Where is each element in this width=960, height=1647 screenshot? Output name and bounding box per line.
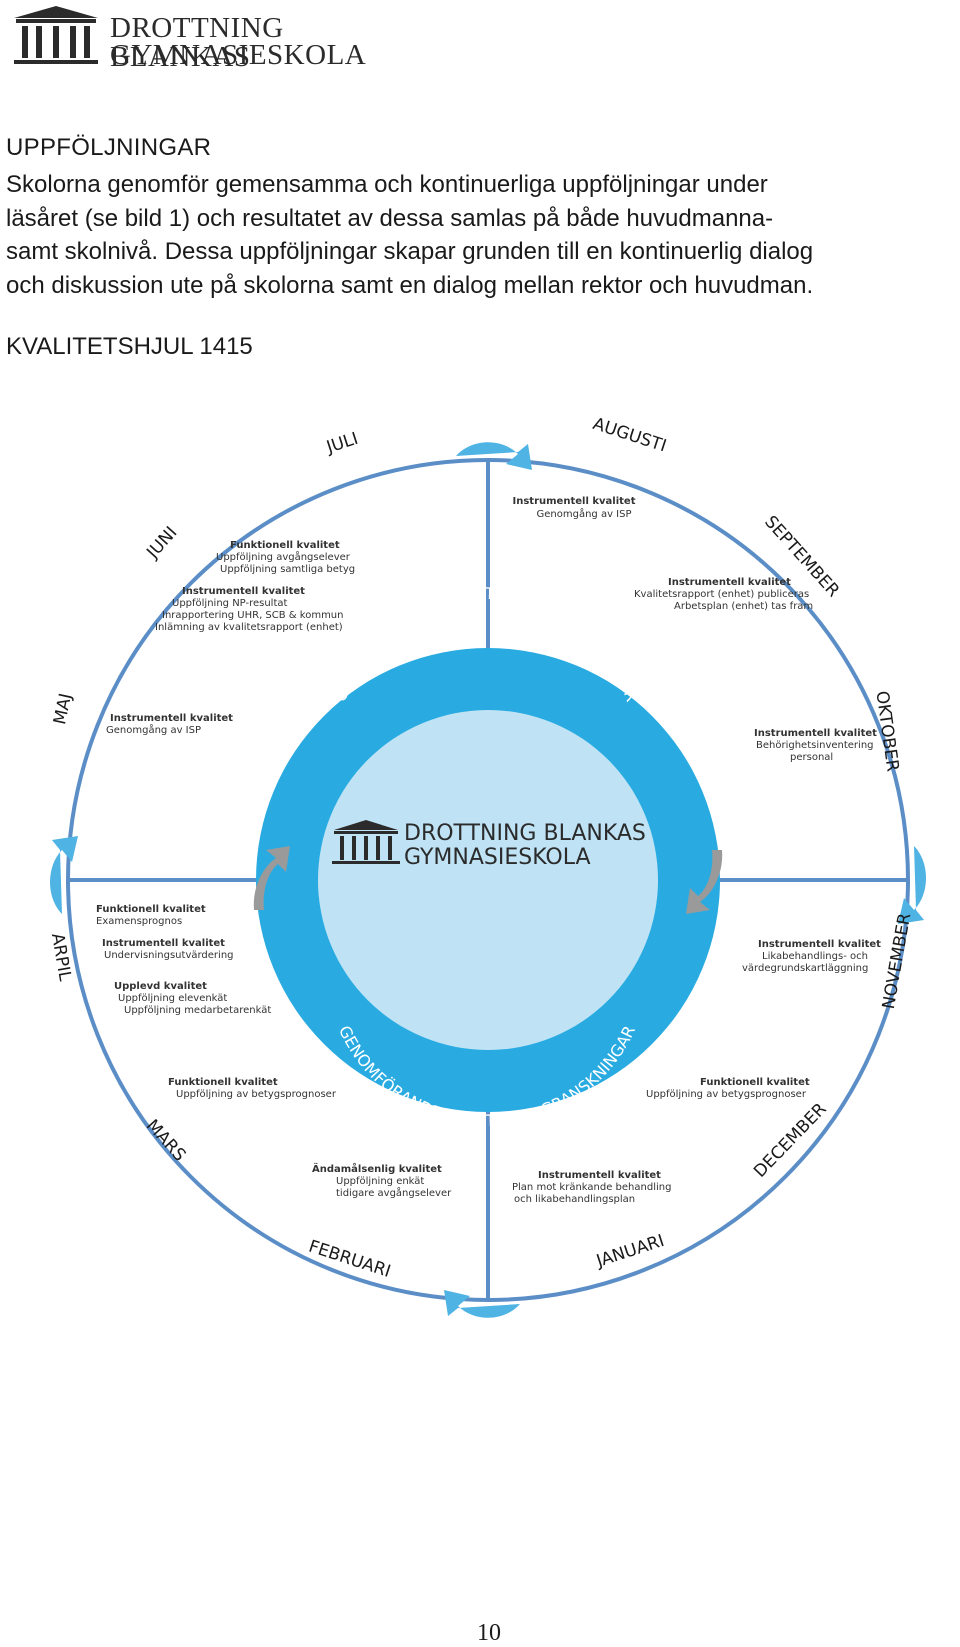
wheel-title: KVALITETSHJUL 1415 [6,333,253,360]
intro-line: Skolorna genomför gemensamma och kontinu… [6,171,768,198]
center-columns-icon [332,820,400,864]
note-augusti: Instrumentell kvalitet Genomgång av ISP [513,496,636,520]
quality-wheel: GENOMFÖRANDE AV INTERNA GRANSKNINGAR GEN… [0,400,960,1400]
svg-text:Funktionell kvalitet: Funktionell kvalitet [230,540,340,551]
svg-text:tidigare avgångselever: tidigare avgångselever [336,1186,452,1199]
note-juni-funktionell: Funktionell kvalitet Uppföljning avgångs… [216,540,355,575]
arrow-left-icon [50,836,78,914]
svg-text:Uppföljning av betygsprognoser: Uppföljning av betygsprognoser [176,1089,337,1100]
arrow-ring-right-icon [686,850,723,914]
note-februari: Ändamålsenlig kvalitet Uppföljning enkät… [312,1161,452,1199]
svg-text:Uppföljning enkät: Uppföljning enkät [336,1176,424,1187]
center-logo-line1: DROTTNING BLANKAS [404,821,646,846]
svg-text:Funktionell kvalitet: Funktionell kvalitet [700,1077,810,1088]
svg-text:Uppföljning elevenkät: Uppföljning elevenkät [118,993,227,1004]
svg-text:Inlämning av kvalitetsrapport: Inlämning av kvalitetsrapport (enhet) [155,622,343,633]
svg-text:personal: personal [790,752,833,763]
intro-paragraph: Skolorna genomför gemensamma och kontinu… [6,168,946,302]
svg-text:Instrumentell kvalitet: Instrumentell kvalitet [668,577,791,588]
columns-logo-icon [14,6,98,64]
intro-line: och diskussion ute på skolorna samt en d… [6,271,814,299]
inner-disc [318,710,658,1050]
svg-text:Funktionell kvalitet: Funktionell kvalitet [168,1077,278,1088]
svg-text:Instrumentell kvalitet: Instrumentell kvalitet [102,938,225,949]
note-november: Instrumentell kvalitet Likabehandlings- … [742,939,881,974]
svg-text:Genomgång av ISP: Genomgång av ISP [106,723,201,736]
svg-text:Funktionell kvalitet: Funktionell kvalitet [96,904,206,915]
note-mars: Funktionell kvalitet Uppföljning av bety… [168,1077,337,1100]
note-oktober: Instrumentell kvalitet Behörighetsinvent… [754,728,877,763]
svg-text:Instrumentell kvalitet: Instrumentell kvalitet [754,728,877,739]
note-april-funktionell: Funktionell kvalitet Examensprognos [96,904,206,927]
arrow-top-icon [456,442,532,470]
svg-text:Behörighetsinventering: Behörighetsinventering [756,740,874,751]
month-juli: JULI [323,429,361,458]
logo-name-line2: GYMNASIESKOLA [110,39,367,71]
svg-text:Instrumentell kvalitet: Instrumentell kvalitet [182,586,305,597]
svg-text:Plan mot kränkande behandling: Plan mot kränkande behandling [512,1182,671,1193]
note-april-upplevd: Upplevd kvalitet Uppföljning elevenkät U… [114,981,271,1016]
note-januari: Instrumentell kvalitet Plan mot kränkand… [512,1170,671,1205]
svg-text:Ändamålsenlig kvalitet: Ändamålsenlig kvalitet [312,1161,442,1175]
arrow-ring-left-icon [253,846,290,910]
intro-line: samt skolnivå. Dessa uppföljningar skapa… [6,238,814,265]
center-logo-line2: GYMNASIESKOLA [404,845,591,870]
note-september: Instrumentell kvalitet Kvalitetsrapport … [634,577,813,612]
svg-text:Upplevd kvalitet: Upplevd kvalitet [114,981,207,992]
arrow-right-icon [898,846,926,924]
month-mars: MARS [142,1116,190,1166]
svg-text:Instrumentell kvalitet: Instrumentell kvalitet [538,1170,661,1181]
arrow-bottom-icon [444,1290,520,1318]
logo-name-line1: DROTTNING BLANKAS [110,12,284,73]
note-maj: Instrumentell kvalitet Genomgång av ISP [106,713,233,736]
svg-text:Genomgång av ISP: Genomgång av ISP [537,507,632,520]
svg-text:Uppföljning medarbetarenkät: Uppföljning medarbetarenkät [124,1005,271,1016]
intro-line: läsåret (se bild 1) och resultatet av de… [6,204,774,232]
svg-text:Uppföljning av betygsprognoser: Uppföljning av betygsprognoser [646,1089,807,1100]
center-logo: DROTTNING BLANKAS GYMNASIESKOLA [332,820,646,870]
svg-text:Instrumentell kvalitet: Instrumentell kvalitet [513,496,636,507]
svg-text:Uppföljning samtliga betyg: Uppföljning samtliga betyg [220,564,355,575]
note-juni-instrumentell: Instrumentell kvalitet Uppföljning NP-re… [155,586,343,633]
svg-text:Likabehandlings- och: Likabehandlings- och [762,951,868,962]
month-juni: JUNI [142,523,181,563]
svg-text:och likabehandlingsplan: och likabehandlingsplan [514,1194,635,1205]
month-november: NOVEMBER [879,911,916,1010]
page-number: 10 [477,1620,501,1646]
month-maj: MAJ [50,692,76,727]
quality-wheel-diagram: GENOMFÖRANDE AV INTERNA GRANSKNINGAR GEN… [47,414,926,1318]
svg-text:Inrapportering UHR, SCB & komm: Inrapportering UHR, SCB & kommun [162,610,343,621]
section-heading: UPPFÖLJNINGAR [6,134,212,161]
svg-text:Undervisningsutvärdering: Undervisningsutvärdering [104,950,234,961]
svg-text:Instrumentell kvalitet: Instrumentell kvalitet [758,939,881,950]
svg-text:Examensprognos: Examensprognos [96,916,182,927]
svg-text:Arbetsplan (enhet) tas fram: Arbetsplan (enhet) tas fram [674,601,813,612]
note-december: Funktionell kvalitet Uppföljning av bety… [646,1077,810,1100]
month-augusti: AUGUSTI [590,414,668,456]
svg-text:Uppföljning avgångselever: Uppföljning avgångselever [216,550,351,563]
header-logo: DROTTNING BLANKAS GYMNASIESKOLA [8,4,428,72]
note-april-instrumentell: Instrumentell kvalitet Undervisningsutvä… [102,938,234,961]
svg-text:Instrumentell kvalitet: Instrumentell kvalitet [110,713,233,724]
svg-text:värdegrundskartläggning: värdegrundskartläggning [742,963,868,974]
svg-text:Uppföljning NP-resultat: Uppföljning NP-resultat [172,598,288,609]
svg-text:Kvalitetsrapport (enhet) publi: Kvalitetsrapport (enhet) publiceras [634,589,809,600]
